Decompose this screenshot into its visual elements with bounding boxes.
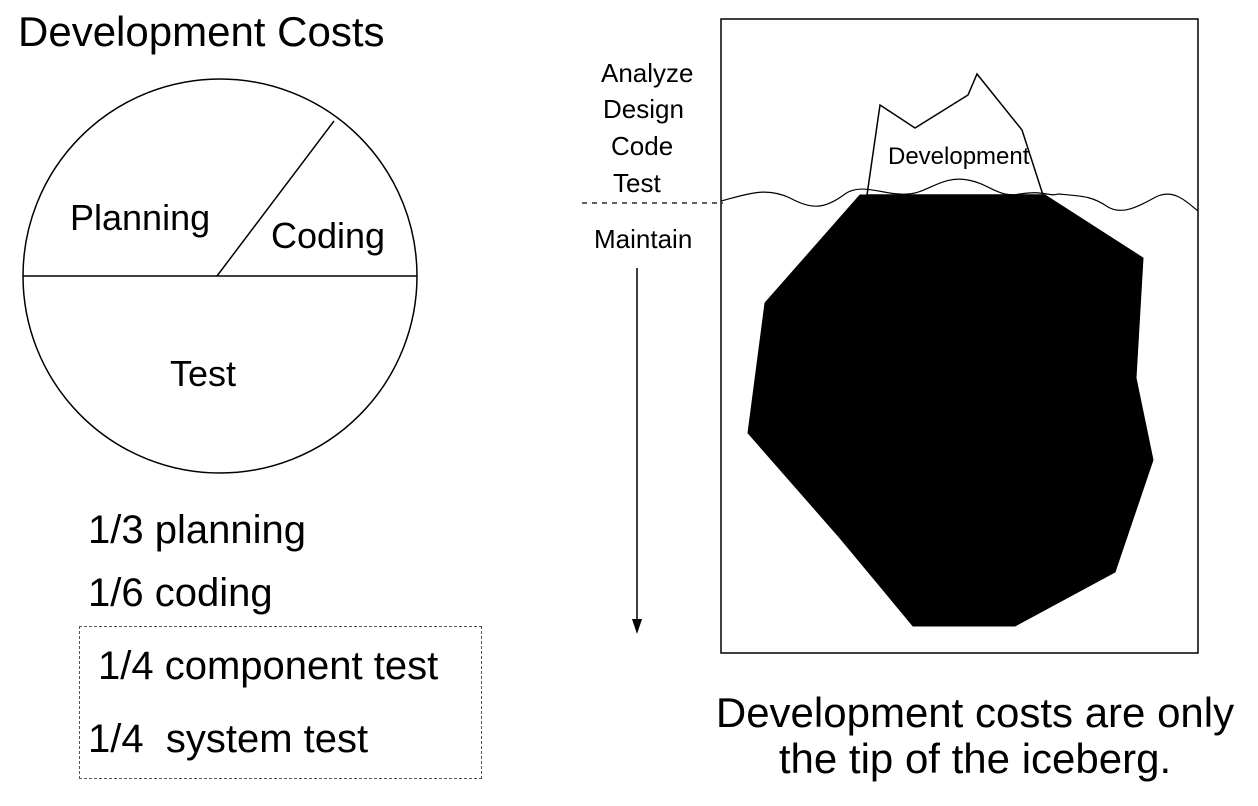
caption-line-2: the tip of the iceberg. <box>778 735 1172 782</box>
iceberg-tip <box>866 72 1045 196</box>
pie-label-coding: Coding <box>271 215 385 256</box>
phase-label-code: Code <box>611 131 673 161</box>
iceberg-caption: Development costs are only the tip of th… <box>690 690 1258 782</box>
phase-label-maintain: Maintain <box>594 224 692 254</box>
cost-pie-chart: Planning Coding Test <box>22 78 418 474</box>
cost-line-component-test: 1/4 component test <box>98 644 439 688</box>
phase-label-analyze: Analyze <box>601 58 694 88</box>
page-title: Development Costs <box>18 8 385 55</box>
caption-line-1: Development costs are only <box>715 689 1235 736</box>
phase-label-design: Design <box>603 94 684 124</box>
cost-line-system-test: 1/4 system test <box>88 717 369 761</box>
iceberg-frame <box>720 18 1199 654</box>
pie-label-test: Test <box>170 353 236 394</box>
cost-line-coding: 1/6 coding <box>88 571 273 615</box>
iceberg-figure: Development <box>720 18 1199 654</box>
test-costs-group <box>79 626 482 779</box>
pie-label-planning: Planning <box>70 197 210 238</box>
pie-divider-coding <box>216 120 335 277</box>
arrow-down-icon <box>632 619 642 634</box>
iceberg-tip-label: Development <box>888 143 1030 170</box>
iceberg-body <box>747 194 1154 627</box>
water-line <box>720 178 1199 212</box>
phase-timeline: Analyze Design Code Test Maintain <box>582 58 723 634</box>
phase-label-test: Test <box>613 168 661 198</box>
cost-line-planning: 1/3 planning <box>88 508 306 552</box>
